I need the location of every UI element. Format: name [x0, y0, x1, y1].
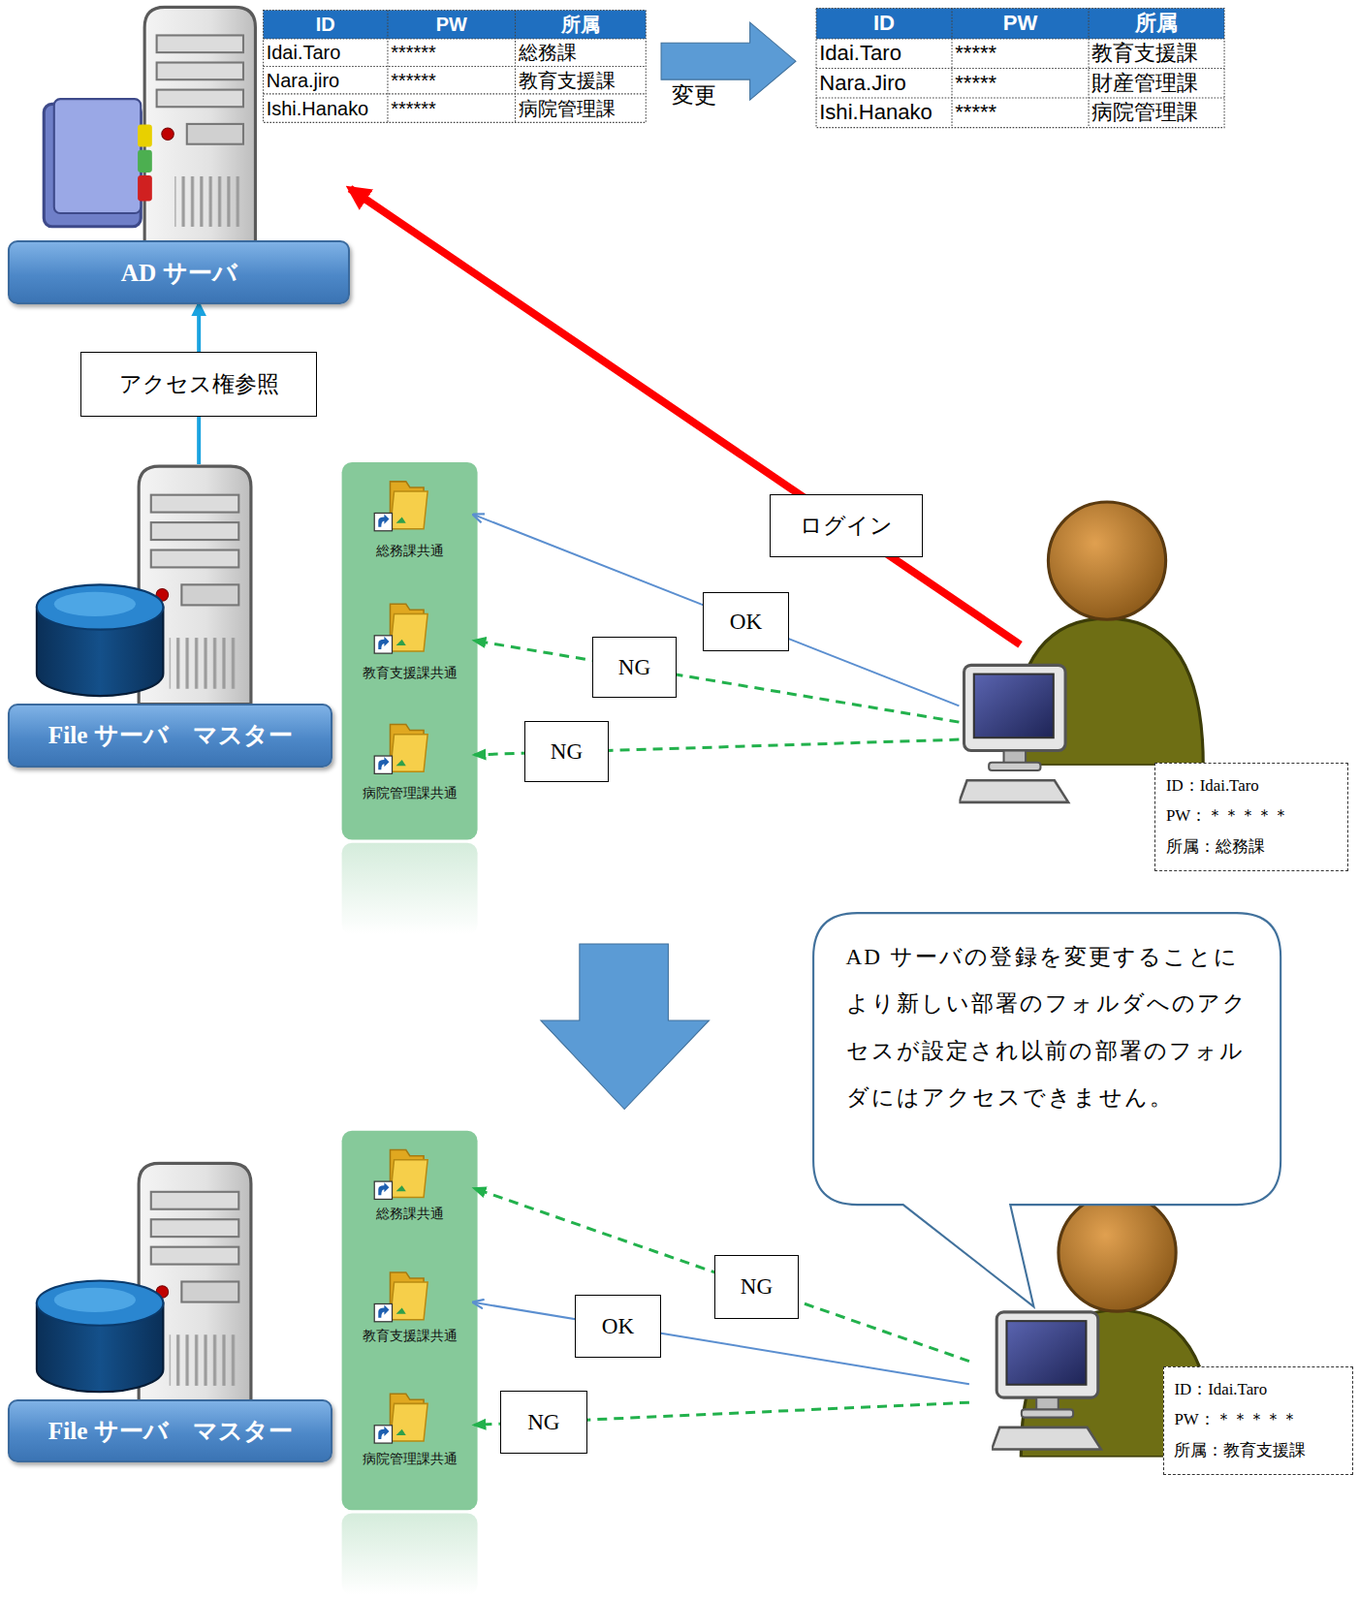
server-label: File サーバ マスター [48, 719, 293, 752]
table-cell: 教育支援課 [515, 65, 647, 94]
edge-label: NG [524, 721, 609, 783]
folder-label: 病院管理課共通 [345, 1451, 475, 1469]
server-band: AD サーバ [7, 240, 350, 304]
table-cell: 総務課 [515, 38, 647, 66]
folder-node: 病院管理課共通 [345, 722, 475, 809]
edge-label: OK [702, 592, 790, 652]
folder-node: 教育支援課共通 [345, 1264, 475, 1352]
folder-label: 教育支援課共通 [345, 1327, 475, 1346]
table-header-cell: ID [263, 10, 388, 39]
connector [474, 1188, 970, 1361]
callout-bubble: AD サーバの登録を変更することにより新しい部署のフォルダへのアクセスが設定され… [811, 911, 1283, 1209]
bubble-text-wrap: AD サーバの登録を変更することにより新しい部署のフォルダへのアクセスが設定され… [846, 933, 1255, 1122]
user-info-line: PW：＊＊＊＊＊ [1173, 1404, 1342, 1436]
folder-node: 教育支援課共通 [345, 601, 475, 689]
folder-node: 総務課共通 [345, 479, 475, 567]
table-cell: Idai.Taro [816, 38, 952, 69]
folder-label-wrap: 総務課共通 [345, 1205, 475, 1224]
folder-label: 教育支援課共通 [345, 664, 475, 683]
user-info-box: ID：Idai.TaroPW：＊＊＊＊＊所属：総務課 [1154, 762, 1349, 872]
table-cell: 病院管理課 [1088, 97, 1225, 128]
server-label: AD サーバ [121, 256, 238, 289]
table-cell: 教育支援課 [1088, 38, 1225, 69]
table-cell: Idai.Taro [263, 38, 388, 66]
table-cell: Ishi.Hanako [816, 97, 952, 128]
server-band: File サーバ マスター [7, 703, 333, 767]
table-header-cell: 所属 [1088, 7, 1225, 39]
folder-label-wrap: 総務課共通 [345, 542, 475, 561]
bubble-text: AD サーバの登録を変更することにより新しい部署のフォルダへのアクセスが設定され… [846, 933, 1255, 1122]
user-info-line: 所属：総務課 [1166, 831, 1338, 863]
user-info-line: ID：Idai.Taro [1166, 770, 1338, 802]
table-cell: Ishi.Hanako [263, 94, 388, 123]
server-band: File サーバ マスター [7, 1399, 333, 1463]
connector [349, 189, 1021, 646]
note-label: 変更 [663, 79, 725, 113]
user-info-line: PW：＊＊＊＊＊ [1166, 800, 1338, 832]
edge-label: OK [574, 1295, 662, 1359]
table-cell: ****** [387, 94, 516, 123]
table-cell: ****** [387, 65, 516, 94]
table-header-cell: 所属 [515, 10, 647, 39]
folder-label: 総務課共通 [345, 1205, 475, 1224]
table-cell: ***** [951, 38, 1089, 69]
edge-label: アクセス権参照 [80, 351, 317, 417]
table-cell: ***** [951, 68, 1089, 99]
table-cell: 財産管理課 [1088, 68, 1225, 99]
table-header-cell: PW [387, 10, 516, 39]
user-info-box: ID：Idai.TaroPW：＊＊＊＊＊所属：教育支援課 [1163, 1366, 1354, 1476]
folder-label-wrap: 教育支援課共通 [345, 1327, 475, 1346]
edge-label: ログイン [769, 494, 923, 558]
folder-label: 総務課共通 [345, 542, 475, 561]
table-cell: Nara.Jiro [816, 68, 952, 99]
user-node: ID：Idai.TaroPW：＊＊＊＊＊所属：総務課 [958, 644, 1359, 878]
folder-label-wrap: 病院管理課共通 [345, 785, 475, 803]
server-label: File サーバ マスター [48, 1415, 293, 1448]
table-header-cell: ID [816, 7, 952, 39]
connector [474, 640, 959, 723]
user-info-line: ID：Idai.Taro [1173, 1374, 1342, 1406]
table-cell: ****** [387, 38, 516, 66]
table-cell: 病院管理課 [515, 94, 647, 123]
folder-node: 病院管理課共通 [345, 1387, 475, 1474]
user-node: ID：Idai.TaroPW：＊＊＊＊＊所属：教育支援課 [969, 1311, 1359, 1481]
server-node: File サーバ マスター [7, 464, 350, 768]
table-header-cell: PW [951, 7, 1089, 39]
user-info-line: 所属：教育支援課 [1173, 1435, 1342, 1467]
table-cell: Nara.jiro [263, 65, 388, 94]
edge-label: NG [500, 1390, 587, 1454]
table-cell: ***** [951, 97, 1089, 128]
folder-node: 総務課共通 [345, 1142, 475, 1230]
folder-label-wrap: 病院管理課共通 [345, 1451, 475, 1469]
folder-label-wrap: 教育支援課共通 [345, 664, 475, 683]
server-node: File サーバ マスター [7, 1161, 350, 1464]
folder-label: 病院管理課共通 [345, 785, 475, 803]
edge-label: NG [714, 1255, 799, 1319]
edge-label: NG [592, 636, 677, 698]
